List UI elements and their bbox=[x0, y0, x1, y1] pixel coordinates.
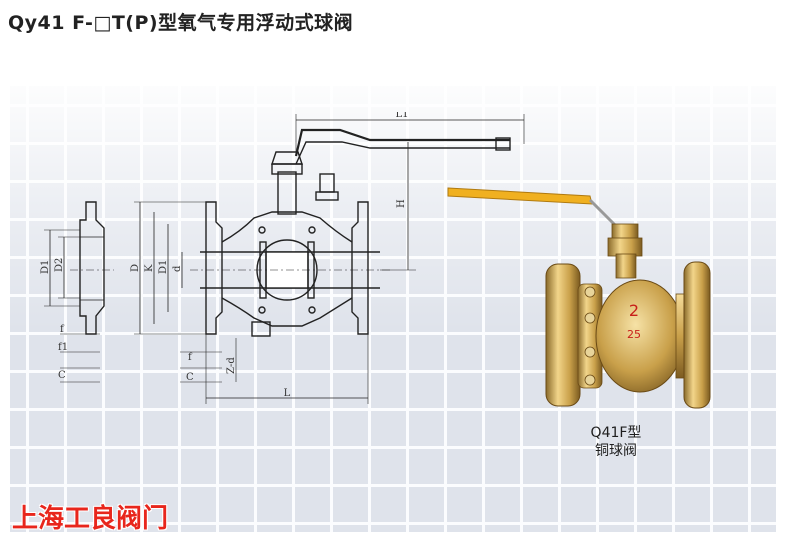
brass-ball-valve-photo: 2 25 bbox=[447, 187, 711, 409]
label-d2: D2 bbox=[54, 258, 65, 272]
label-f-center: f bbox=[188, 352, 193, 363]
label-f1: f1 bbox=[58, 342, 68, 353]
body-marking-2: 2 bbox=[629, 301, 639, 320]
label-d1-left: D1 bbox=[40, 260, 51, 274]
photo-caption: Q41F型 铜球阀 bbox=[572, 424, 660, 460]
valve-technical-drawing: L1 H D1 D2 D K D1 d f f1 C f Z-d C L bbox=[40, 112, 525, 404]
label-h: H bbox=[396, 199, 407, 208]
brand-name: 上海工良阀门 bbox=[12, 504, 169, 534]
page-title: Qy41 F-□T(P)型氧气专用浮动式球阀 bbox=[8, 12, 354, 34]
label-z-d: Z-d bbox=[226, 357, 237, 374]
label-c: C bbox=[58, 370, 66, 381]
label-d: D bbox=[130, 264, 141, 272]
label-d-small: d bbox=[172, 265, 183, 272]
label-f: f bbox=[60, 324, 65, 335]
caption-type: 铜球阀 bbox=[595, 443, 637, 459]
label-k: K bbox=[144, 264, 155, 272]
label-l: L bbox=[284, 388, 291, 399]
label-l1: L1 bbox=[395, 112, 408, 120]
label-d1-center: D1 bbox=[158, 260, 169, 274]
body-marking-25: 25 bbox=[627, 328, 641, 341]
caption-model: Q41F型 bbox=[590, 425, 642, 441]
label-c-center: C bbox=[186, 372, 194, 383]
